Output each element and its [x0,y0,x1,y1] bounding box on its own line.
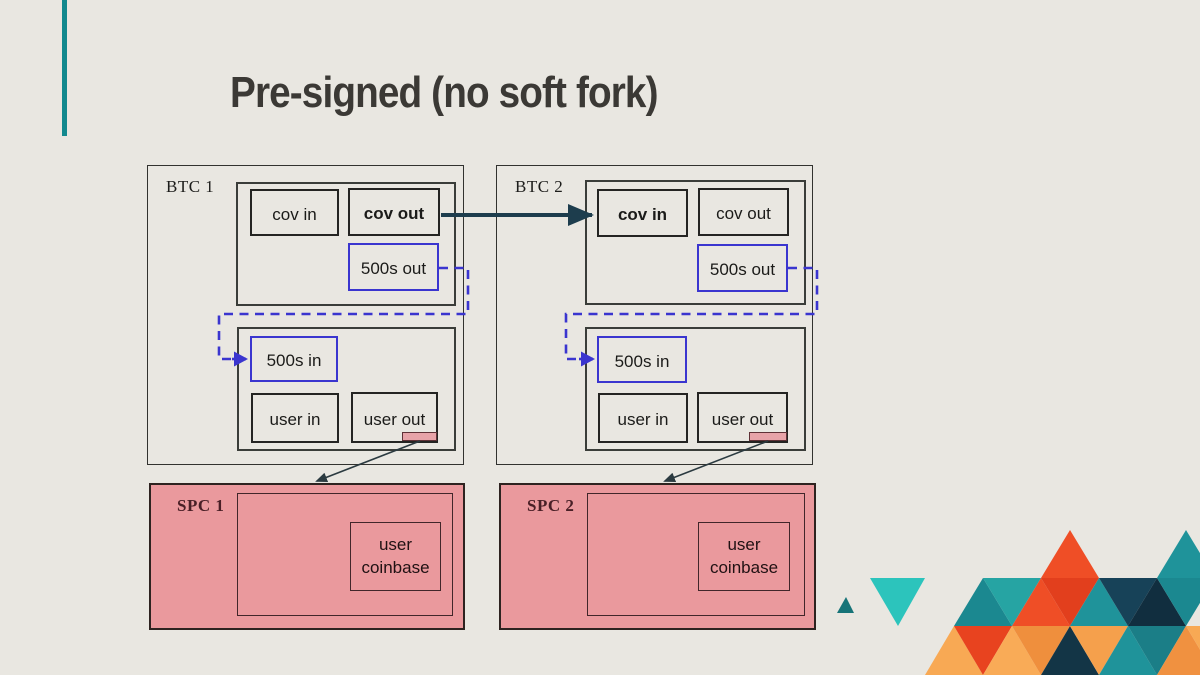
spc2-box: SPC 2 user coinbase [499,483,816,630]
spc1-inner-box [237,493,453,616]
small-triangle-decorations [837,578,925,626]
spc2-label: SPC 2 [527,496,575,515]
btc1-label: BTC 1 [166,177,215,196]
spc1-box: SPC 1 user coinbase [149,483,465,630]
spc1-label: SPC 1 [177,496,225,515]
btc1-user-out-chip [402,432,437,441]
btc2-cov-out-box: cov out [698,188,789,236]
btc1-cov-in-box: cov in [250,189,339,236]
btc2-cov-in-box: cov in [597,189,688,237]
btc2-500s-in-box: 500s in [597,336,687,383]
btc1-cov-out-box: cov out [348,188,440,236]
btc2-user-in-box: user in [598,393,688,443]
slide-title: Pre-signed (no soft fork) [230,68,658,117]
spc1-user-coinbase-box: user coinbase [350,522,441,591]
spc2-inner-box [587,493,805,616]
btc2-500s-out-box: 500s out [697,244,788,292]
accent-bar [62,0,67,136]
btc2-label: BTC 2 [515,177,564,196]
spc2-user-coinbase-box: user coinbase [698,522,790,591]
btc1-500s-out-box: 500s out [348,243,439,291]
btc2-user-out-chip [749,432,787,441]
triangle-mosaic-decoration [925,530,1200,675]
btc1-500s-in-box: 500s in [250,336,338,382]
btc1-user-in-box: user in [251,393,339,443]
